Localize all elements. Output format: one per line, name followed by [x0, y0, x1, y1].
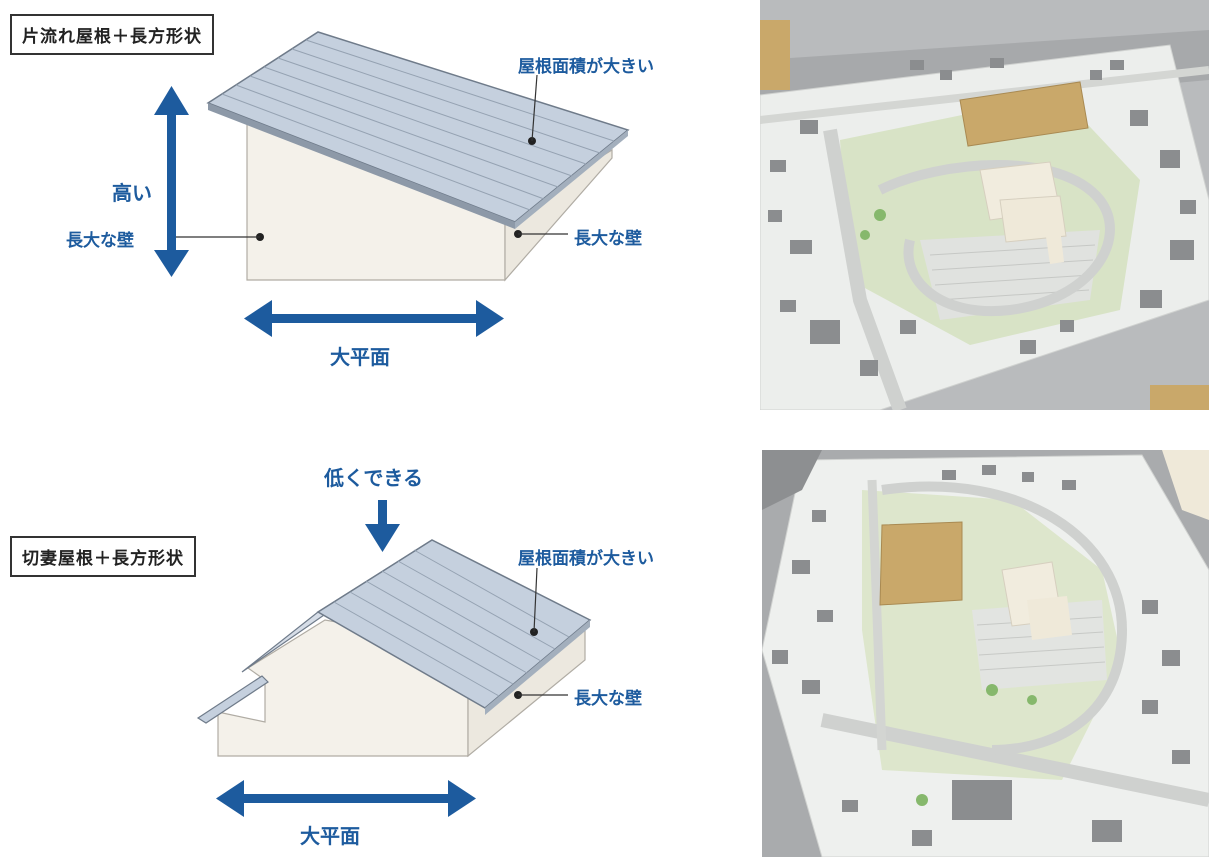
bottom-plane-label: 大平面: [300, 824, 360, 848]
bottom-diagram: 切妻屋根＋長方形状 低くできる 屋根面積が大きい 長大な壁 大平面: [0, 440, 740, 857]
bottom-title: 切妻屋根＋長方形状: [10, 536, 196, 577]
top-wall-right-label: 長大な壁: [574, 229, 642, 249]
lower-arrow: [365, 500, 400, 552]
roof-edge: [485, 620, 590, 715]
model-building-main: [959, 81, 1089, 147]
gable-roof-house-illustration: [196, 500, 592, 817]
site-model-photo-bottom: [762, 450, 1209, 857]
top-diagram: 片流れ屋根＋長方形状 屋根面積が大きい 高い 長大な壁 長大な壁 大平面: [0, 0, 740, 420]
site-model-photo-top: [760, 0, 1209, 410]
top-roof-label: 屋根面積が大きい: [518, 57, 654, 77]
porch-roof: [196, 675, 269, 724]
height-arrow: [154, 86, 189, 277]
top-plane-label: 大平面: [330, 345, 390, 369]
bottom-wall-right-label: 長大な壁: [574, 689, 642, 709]
shed-roof-house-illustration: [154, 31, 630, 337]
width-arrow: [216, 780, 476, 817]
top-wall-left-label: 長大な壁: [66, 231, 134, 251]
roof-edge-side: [515, 130, 628, 229]
top-title: 片流れ屋根＋長方形状: [10, 14, 214, 55]
model-building-main: [879, 521, 963, 606]
height-label: 高い: [112, 181, 152, 205]
width-arrow: [244, 300, 504, 337]
lower-label: 低くできる: [324, 466, 423, 490]
roof-edge: [208, 103, 515, 229]
bottom-roof-label: 屋根面積が大きい: [518, 549, 654, 569]
